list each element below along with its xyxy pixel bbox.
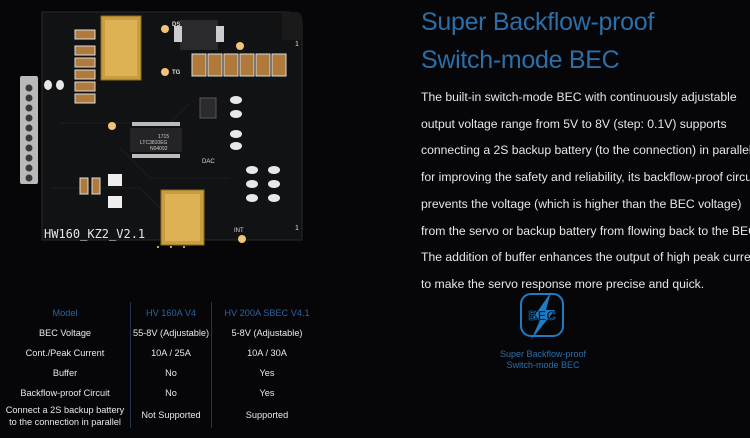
description-line: The built-in switch-mode BEC with contin…	[421, 90, 737, 104]
description-line: from the servo or backup battery from fl…	[421, 223, 750, 238]
bec-icon-caption: Super Backflow-proof Switch-mode BEC	[478, 349, 608, 371]
silk-label-dac: DAC	[202, 159, 215, 165]
row-label: Backflow-proof Circuit	[20, 388, 110, 398]
description-line: connecting a 2S backup battery (to the c…	[421, 143, 750, 158]
row-value-hv200: 5-8V (Adjustable)	[231, 328, 303, 338]
column-divider	[211, 302, 212, 428]
header-pins	[25, 84, 33, 182]
column-divider	[130, 302, 131, 428]
row-value-hv160: No	[165, 388, 177, 398]
controller-chip	[130, 128, 182, 152]
feature-description: The built-in switch-mode BEC with contin…	[421, 84, 750, 298]
row-label: Connect a 2S backup battery to the conne…	[0, 404, 130, 428]
mosfet	[180, 20, 218, 50]
feature-title-line2: Switch-mode BEC	[421, 46, 620, 74]
board-label: HW160_KZ2_V2.1	[44, 227, 145, 241]
row-label-line1: Connect a 2S backup battery	[5, 405, 125, 415]
row-label: Cont./Peak Current	[25, 348, 105, 358]
description-line: prevents the voltage (which is higher th…	[421, 196, 742, 211]
row-value-hv200: 10A / 30A	[247, 348, 287, 358]
small-ic	[199, 97, 217, 119]
capacitor-row	[191, 53, 287, 77]
row-value-hv200: Supported	[245, 410, 289, 420]
description-line: for improving the safety and reliability…	[421, 170, 750, 185]
row-value-hv160: 55-8V (Adjustable)	[132, 328, 210, 338]
row-value-hv200: Yes	[259, 388, 275, 398]
caption-line1: Super Backflow-proof	[499, 349, 587, 359]
silk-label-tg: TG	[172, 70, 181, 76]
row-value-hv160: No	[165, 368, 177, 378]
chip-text-3: N04092	[150, 146, 168, 152]
row-label-line2: to the connection in parallel	[9, 417, 121, 427]
row-value-hv160: 10A / 25A	[151, 348, 191, 358]
header-model: Model	[52, 308, 78, 318]
row-value-hv200: Yes	[259, 368, 275, 378]
header-hv160: HV 160A V4	[145, 308, 197, 318]
description-line: to make the servo response more precise …	[421, 276, 705, 291]
silk-label-int: INT	[234, 228, 244, 234]
chip-text-2: LTC3810EG	[140, 140, 168, 146]
bec-lightning-icon: BEC	[520, 292, 564, 340]
description-line: output voltage range from 5V to 8V (step…	[421, 116, 727, 131]
chip-text-1: 1715	[158, 134, 169, 140]
silk-label-pin1-top: 1	[295, 41, 299, 48]
row-label: BEC Voltage	[38, 328, 92, 338]
row-value-hv160: Not Supported	[141, 410, 201, 420]
caption-line2: Switch-mode BEC	[506, 360, 580, 370]
header-hv200: HV 200A SBEC V4.1	[224, 308, 310, 318]
bec-badge-text: BEC	[528, 308, 556, 323]
row-label: Buffer	[52, 368, 78, 378]
feature-title-line1: Super Backflow-proof	[421, 8, 655, 36]
description-line: The addition of buffer enhances the outp…	[421, 250, 750, 265]
silk-label-ds: DS	[172, 22, 180, 28]
silk-label-pin1-bottom: 1	[295, 225, 299, 232]
pcb-product-image: 1715 LTC3810EG N04092 DS TG DAC INT 1 1 …	[20, 11, 303, 248]
capacitor-column	[74, 29, 96, 104]
